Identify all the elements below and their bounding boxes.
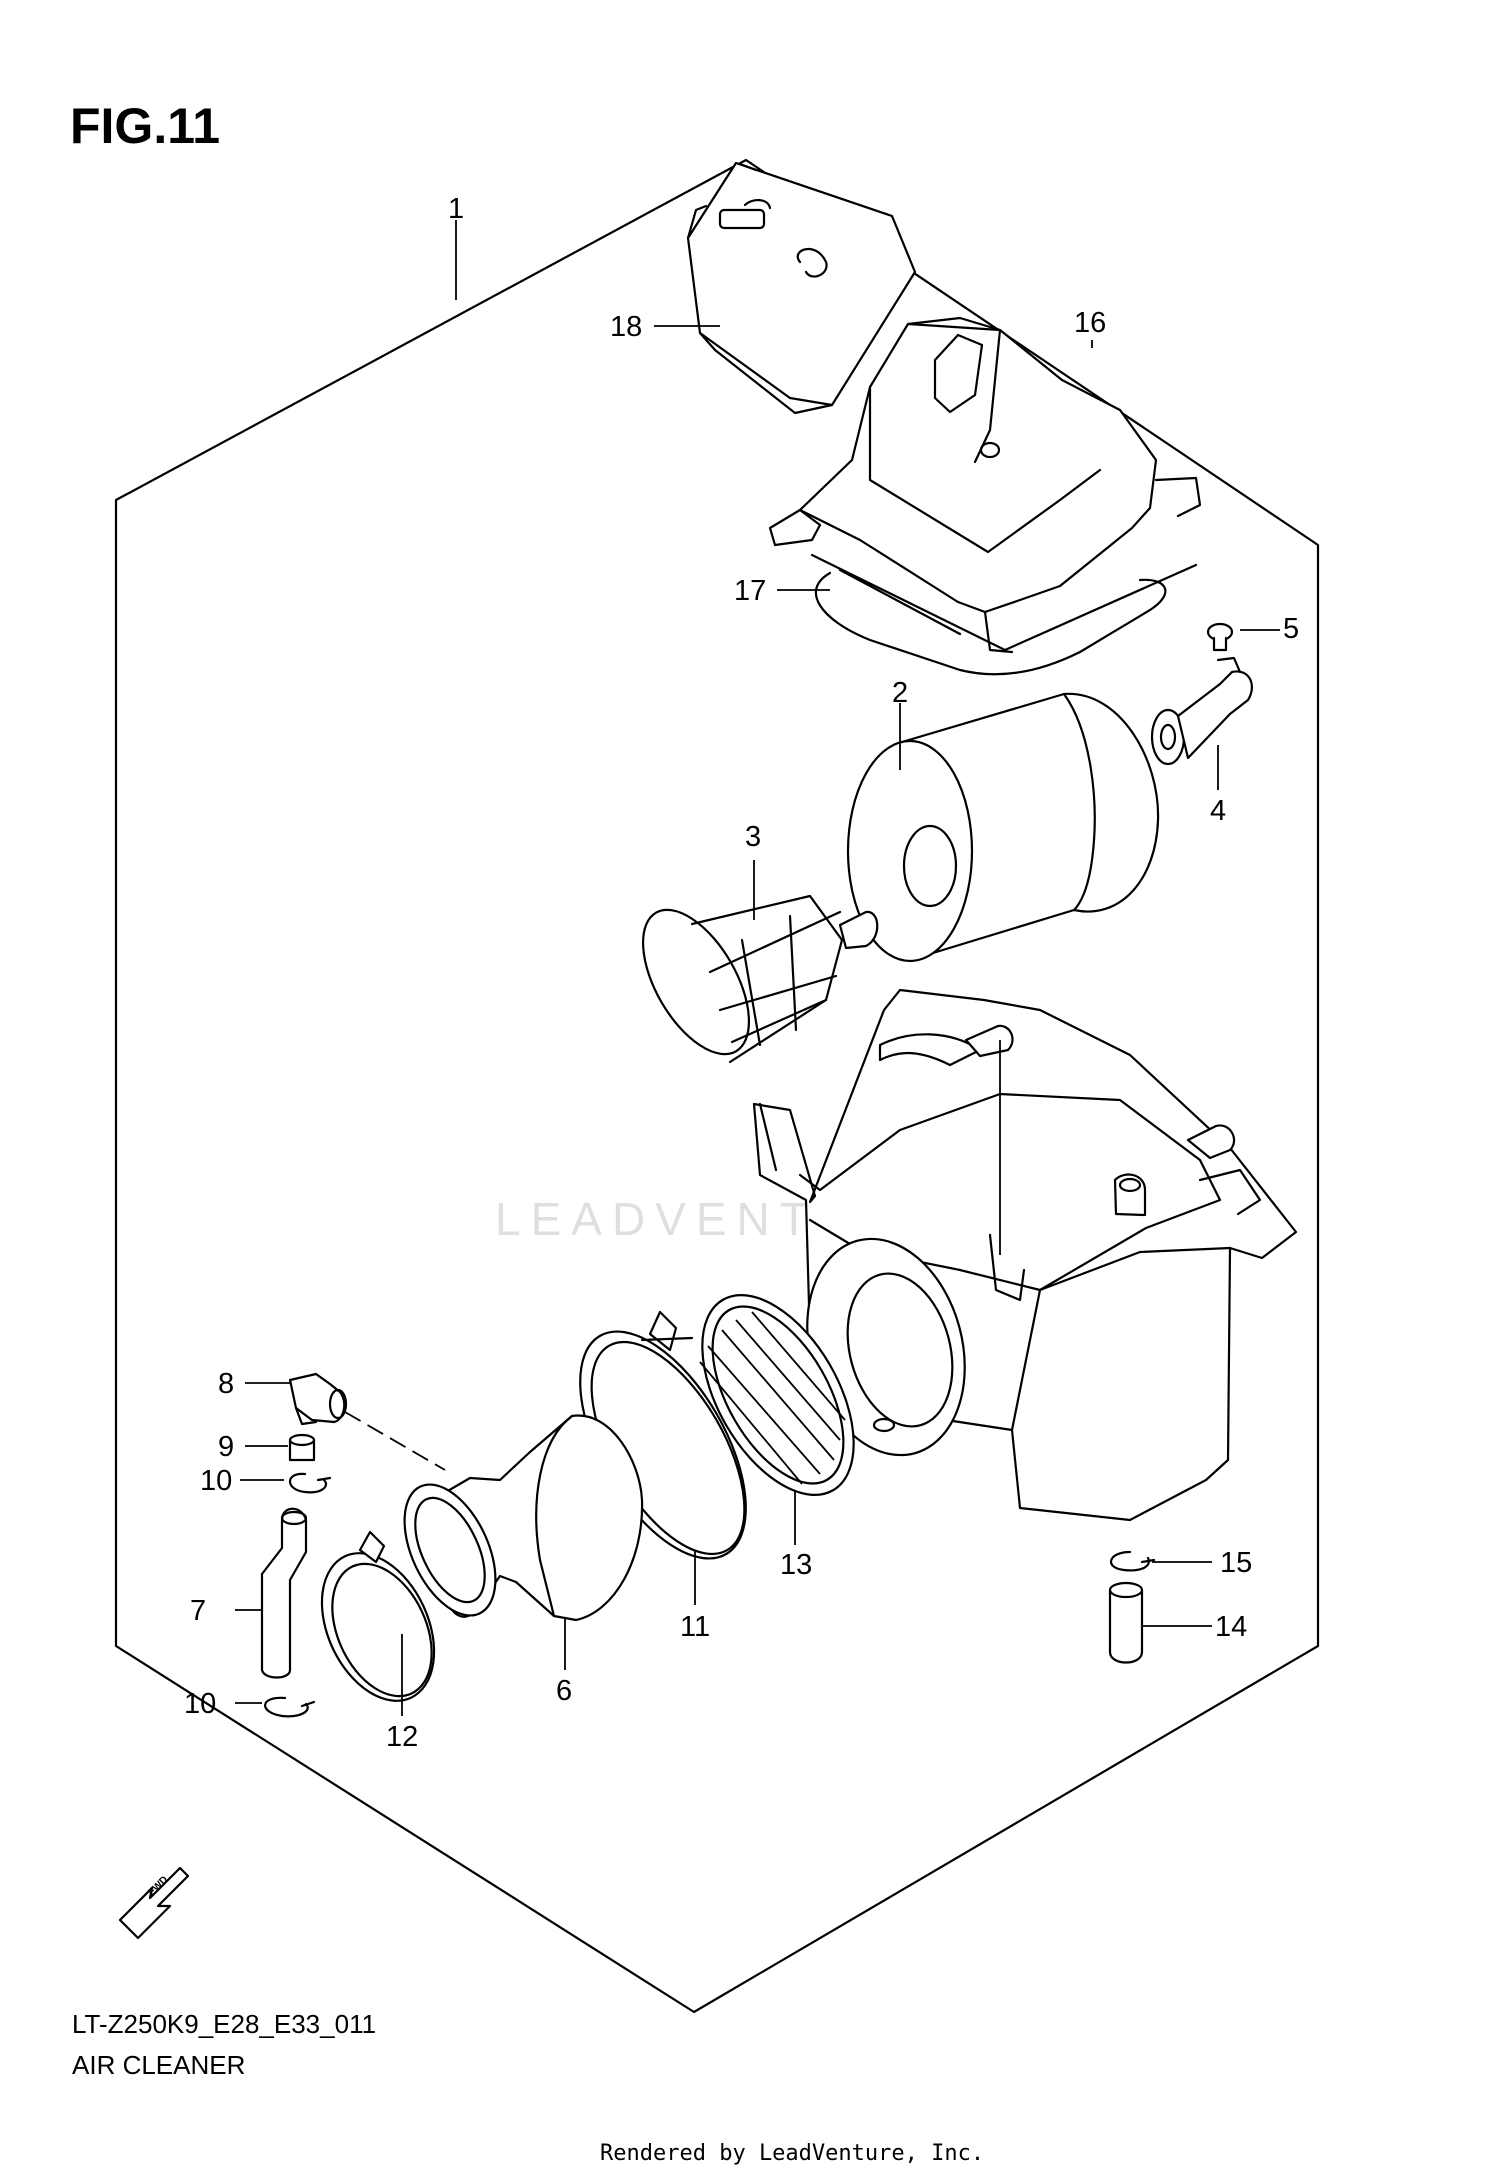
callout-15: 15	[1220, 1547, 1252, 1579]
part-3-filter-cage	[641, 894, 879, 1064]
callout-6: 6	[556, 1675, 572, 1707]
part-4-drain-cap	[1150, 656, 1253, 766]
callout-labels: 1 2 3 4 5 6 7 8 9 10 10 11 12 13 14 15 1…	[184, 193, 1299, 1753]
part-14-drain-hose	[1108, 1581, 1144, 1664]
callout-2: 2	[892, 677, 908, 709]
part-10-clip-lower	[264, 1696, 316, 1718]
part-18-intake-cover	[686, 161, 917, 415]
callout-14: 14	[1215, 1611, 1247, 1643]
part-7-hose	[260, 1507, 308, 1679]
callout-5: 5	[1283, 613, 1299, 645]
part-2-filter-element	[846, 692, 1160, 963]
callout-8: 8	[218, 1368, 234, 1400]
part-17-lid-seal	[814, 571, 1167, 676]
part-13-screen	[699, 1294, 855, 1496]
part-12-clamp	[320, 1530, 436, 1702]
model-code: LT-Z250K9_E28_E33_011	[72, 2009, 376, 2039]
figure-label: FIG.11	[70, 98, 220, 154]
callout-7: 7	[190, 1595, 206, 1627]
leader-lines	[235, 220, 1280, 1716]
part-15-clip	[1110, 1550, 1156, 1572]
part-5-screw	[1206, 622, 1234, 652]
part-6-outlet-boot	[403, 1414, 644, 1622]
assembly-boundary	[114, 158, 1320, 2014]
callout-9: 9	[218, 1431, 234, 1463]
part-9-seal	[288, 1433, 316, 1462]
callout-10-upper: 10	[200, 1465, 232, 1497]
callout-1: 1	[448, 193, 464, 225]
fwd-arrow: FWD	[118, 1866, 190, 1940]
section-title: AIR CLEANER	[72, 2050, 245, 2080]
callout-12: 12	[386, 1721, 418, 1753]
part-16-case-lid	[768, 316, 1202, 654]
callout-4: 4	[1210, 795, 1226, 827]
callout-11: 11	[680, 1611, 710, 1643]
callout-3: 3	[745, 821, 761, 853]
callout-18: 18	[610, 311, 642, 343]
rendered-by-credit: Rendered by LeadVenture, Inc.	[600, 2141, 984, 2166]
callout-17: 17	[734, 575, 766, 607]
air-cleaner-case	[752, 988, 1298, 1522]
part-10-clip-upper	[288, 1472, 332, 1494]
callout-16: 16	[1074, 307, 1106, 339]
callout-10-lower: 10	[184, 1688, 216, 1720]
part-8-breather-fitting	[288, 1372, 348, 1426]
callout-13: 13	[780, 1549, 812, 1581]
